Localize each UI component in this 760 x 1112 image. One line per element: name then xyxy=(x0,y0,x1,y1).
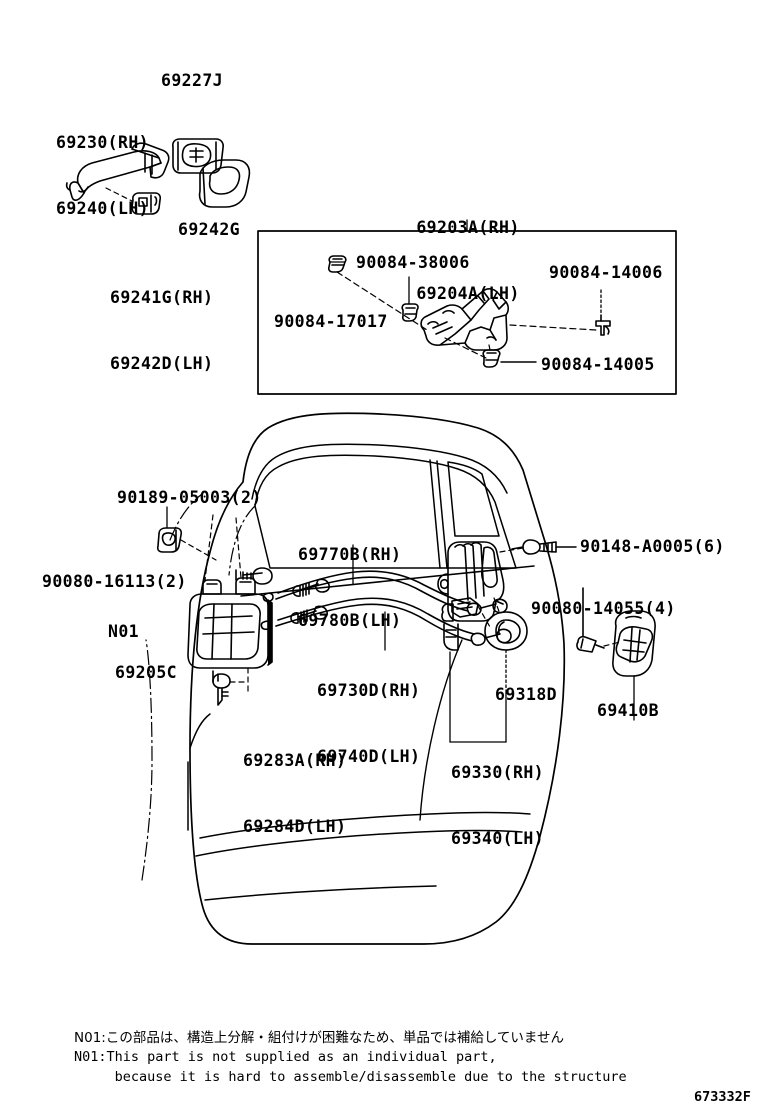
handle-cap-part xyxy=(198,159,251,208)
label-90080-16113: 90080-16113(2) xyxy=(42,572,187,591)
screw-69205C xyxy=(212,670,231,706)
label-69410B: 69410B xyxy=(597,701,660,720)
inset-fastener-14005 xyxy=(482,349,501,368)
label-69242G: 69242G xyxy=(178,220,241,239)
label-90080-14055: 90080-14055(4) xyxy=(531,599,676,618)
label-69205C: 69205C xyxy=(115,663,178,682)
exterior-door-handle-part xyxy=(65,142,170,201)
label-90084-14006: 90084-14006 xyxy=(549,263,663,282)
label-handle-clip: 69241G(RH) 69242D(LH) xyxy=(110,243,213,419)
inset-fastener-38006 xyxy=(401,303,419,322)
label-69283A-rh: 69283A(RH) xyxy=(243,751,347,770)
screw-90148-A0005 xyxy=(511,539,557,555)
label-90148-A0005: 90148-A0005(6) xyxy=(580,537,725,556)
label-69780B-lh: 69780B(LH) xyxy=(298,611,402,630)
label-69740D-lh: 69740D(LH) xyxy=(317,747,421,766)
door-lock-assembly-part xyxy=(437,541,505,651)
label-N01: N01 xyxy=(108,622,140,641)
footnote-english-2: because it is hard to assemble/disassemb… xyxy=(74,1069,627,1085)
door-outline xyxy=(141,412,566,945)
lock-grommet-part xyxy=(484,611,528,651)
label-69240-lh: 69240(LH) xyxy=(56,199,150,218)
footnote-japanese: N01:この部品は、構造上分解・組付けが困難なため、単品では補給していません xyxy=(74,1030,565,1046)
label-69770B-rh: 69770B(RH) xyxy=(298,545,402,564)
label-69204A-lh: 69204A(LH) xyxy=(416,284,520,303)
label-cable-inner: 69730D(RH) 69740D(LH) xyxy=(317,636,420,812)
handle-cover-part xyxy=(172,138,224,174)
label-69242D-lh: 69242D(LH) xyxy=(110,354,214,373)
label-handle-bezel: 69283A(RH) 69284D(LH) xyxy=(243,706,346,882)
label-90084-38006: 90084-38006 xyxy=(356,253,470,272)
label-69241G-rh: 69241G(RH) xyxy=(110,288,214,307)
label-69318D: 69318D xyxy=(495,685,558,704)
screw-90080-16113 xyxy=(235,567,273,585)
label-69227J: 69227J xyxy=(161,71,224,90)
label-lock-assembly: 69330(RH) 69340(LH) xyxy=(451,718,544,894)
label-69284D-lh: 69284D(LH) xyxy=(243,817,347,836)
label-69340-lh: 69340(LH) xyxy=(451,829,545,848)
screw-90080-14055 xyxy=(576,587,605,653)
label-69330-rh: 69330(RH) xyxy=(451,763,545,782)
label-69730D-rh: 69730D(RH) xyxy=(317,681,421,700)
clip-90189-05003 xyxy=(156,527,183,553)
handle-clip-part xyxy=(131,192,162,215)
door-striker-part xyxy=(612,610,656,677)
inset-fastener-14006 xyxy=(595,314,611,336)
control-cable-lower xyxy=(260,597,512,646)
label-cable-outer: 69770B(RH) 69780B(LH) xyxy=(298,500,401,676)
label-90189-05003: 90189-05003(2) xyxy=(117,488,262,507)
label-inset-title: 69203A(RH) 69204A(LH) xyxy=(370,173,566,349)
label-90084-17017: 90084-17017 xyxy=(274,312,388,331)
inset-fastener-17017 xyxy=(327,255,347,273)
label-69230-rh: 69230(RH) xyxy=(56,133,150,152)
label-exterior-handle: 69230(RH) 69240(LH) xyxy=(56,88,149,264)
inset-latch-body xyxy=(420,288,510,351)
label-90084-14005: 90084-14005 xyxy=(541,355,655,374)
diagram-code: 673332F xyxy=(694,1089,751,1105)
label-69203A-rh: 69203A(RH) xyxy=(416,218,520,237)
footnote-english-1: N01:This part is not supplied as an indi… xyxy=(74,1049,497,1065)
inner-door-handle-part xyxy=(187,577,273,669)
